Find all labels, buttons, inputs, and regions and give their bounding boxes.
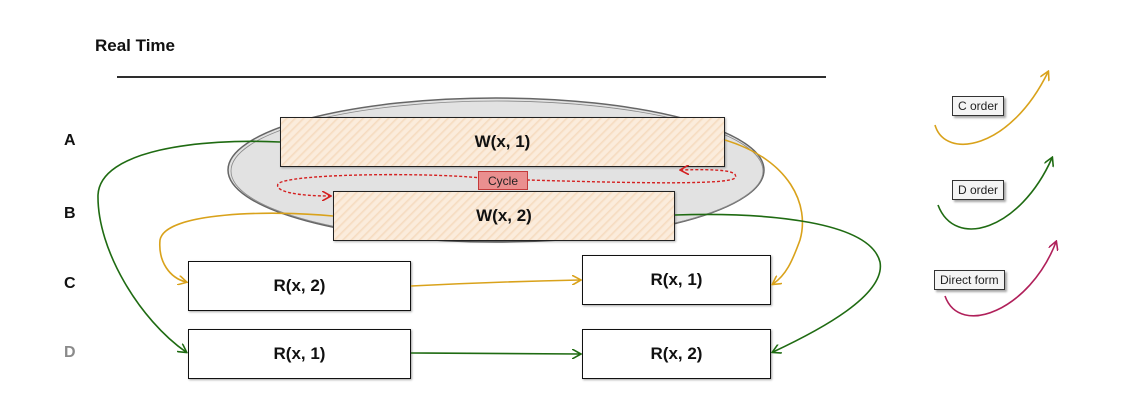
row-label-c: C xyxy=(64,275,76,292)
d-order-arrow-b-to-d2 xyxy=(674,213,881,352)
d-read-2-label: R(x, 2) xyxy=(650,344,703,363)
legend-d-order-curve xyxy=(937,158,1052,230)
c-order-arrow-b-to-c1 xyxy=(159,212,334,282)
c-read-2-box: R(x, 1) xyxy=(582,255,771,305)
legend-d-order: D order xyxy=(952,180,1005,200)
a-write-label: W(x, 1) xyxy=(474,132,531,151)
c-read-1-label: R(x, 2) xyxy=(273,276,326,295)
a-write-box: W(x, 1) xyxy=(280,117,725,167)
d-read-2-box: R(x, 2) xyxy=(582,329,771,379)
cycle-arrow-right xyxy=(526,170,737,184)
legend-c-order: C order xyxy=(952,96,1005,116)
d-order-arrow-a-to-d1 xyxy=(97,140,281,352)
row-label-d: D xyxy=(64,344,76,361)
cycle-label: Cycle xyxy=(487,173,518,188)
row-label-a: A xyxy=(64,132,76,149)
b-write-label: W(x, 2) xyxy=(476,206,532,225)
cycle-arrow-left xyxy=(277,173,483,196)
c-order-arrow-a-to-c2 xyxy=(724,139,804,284)
c-read-1-box: R(x, 2) xyxy=(188,261,411,311)
cycle-badge: Cycle xyxy=(478,171,528,190)
d-read-1-label: R(x, 1) xyxy=(273,344,326,363)
real-time-title: Real Time xyxy=(95,36,176,55)
d-order-arrow-d1-to-d2 xyxy=(410,353,580,354)
legend-direct-form: Direct form xyxy=(934,270,1005,290)
d-read-1-box: R(x, 1) xyxy=(188,329,411,379)
legend-direct-form-curve xyxy=(944,242,1056,317)
row-label-b: B xyxy=(64,205,76,222)
b-write-box: W(x, 2) xyxy=(333,191,675,241)
c-read-2-label: R(x, 1) xyxy=(650,270,703,289)
legend-c-order-curve xyxy=(934,72,1048,146)
c-order-arrow-c1-to-c2 xyxy=(410,280,580,287)
